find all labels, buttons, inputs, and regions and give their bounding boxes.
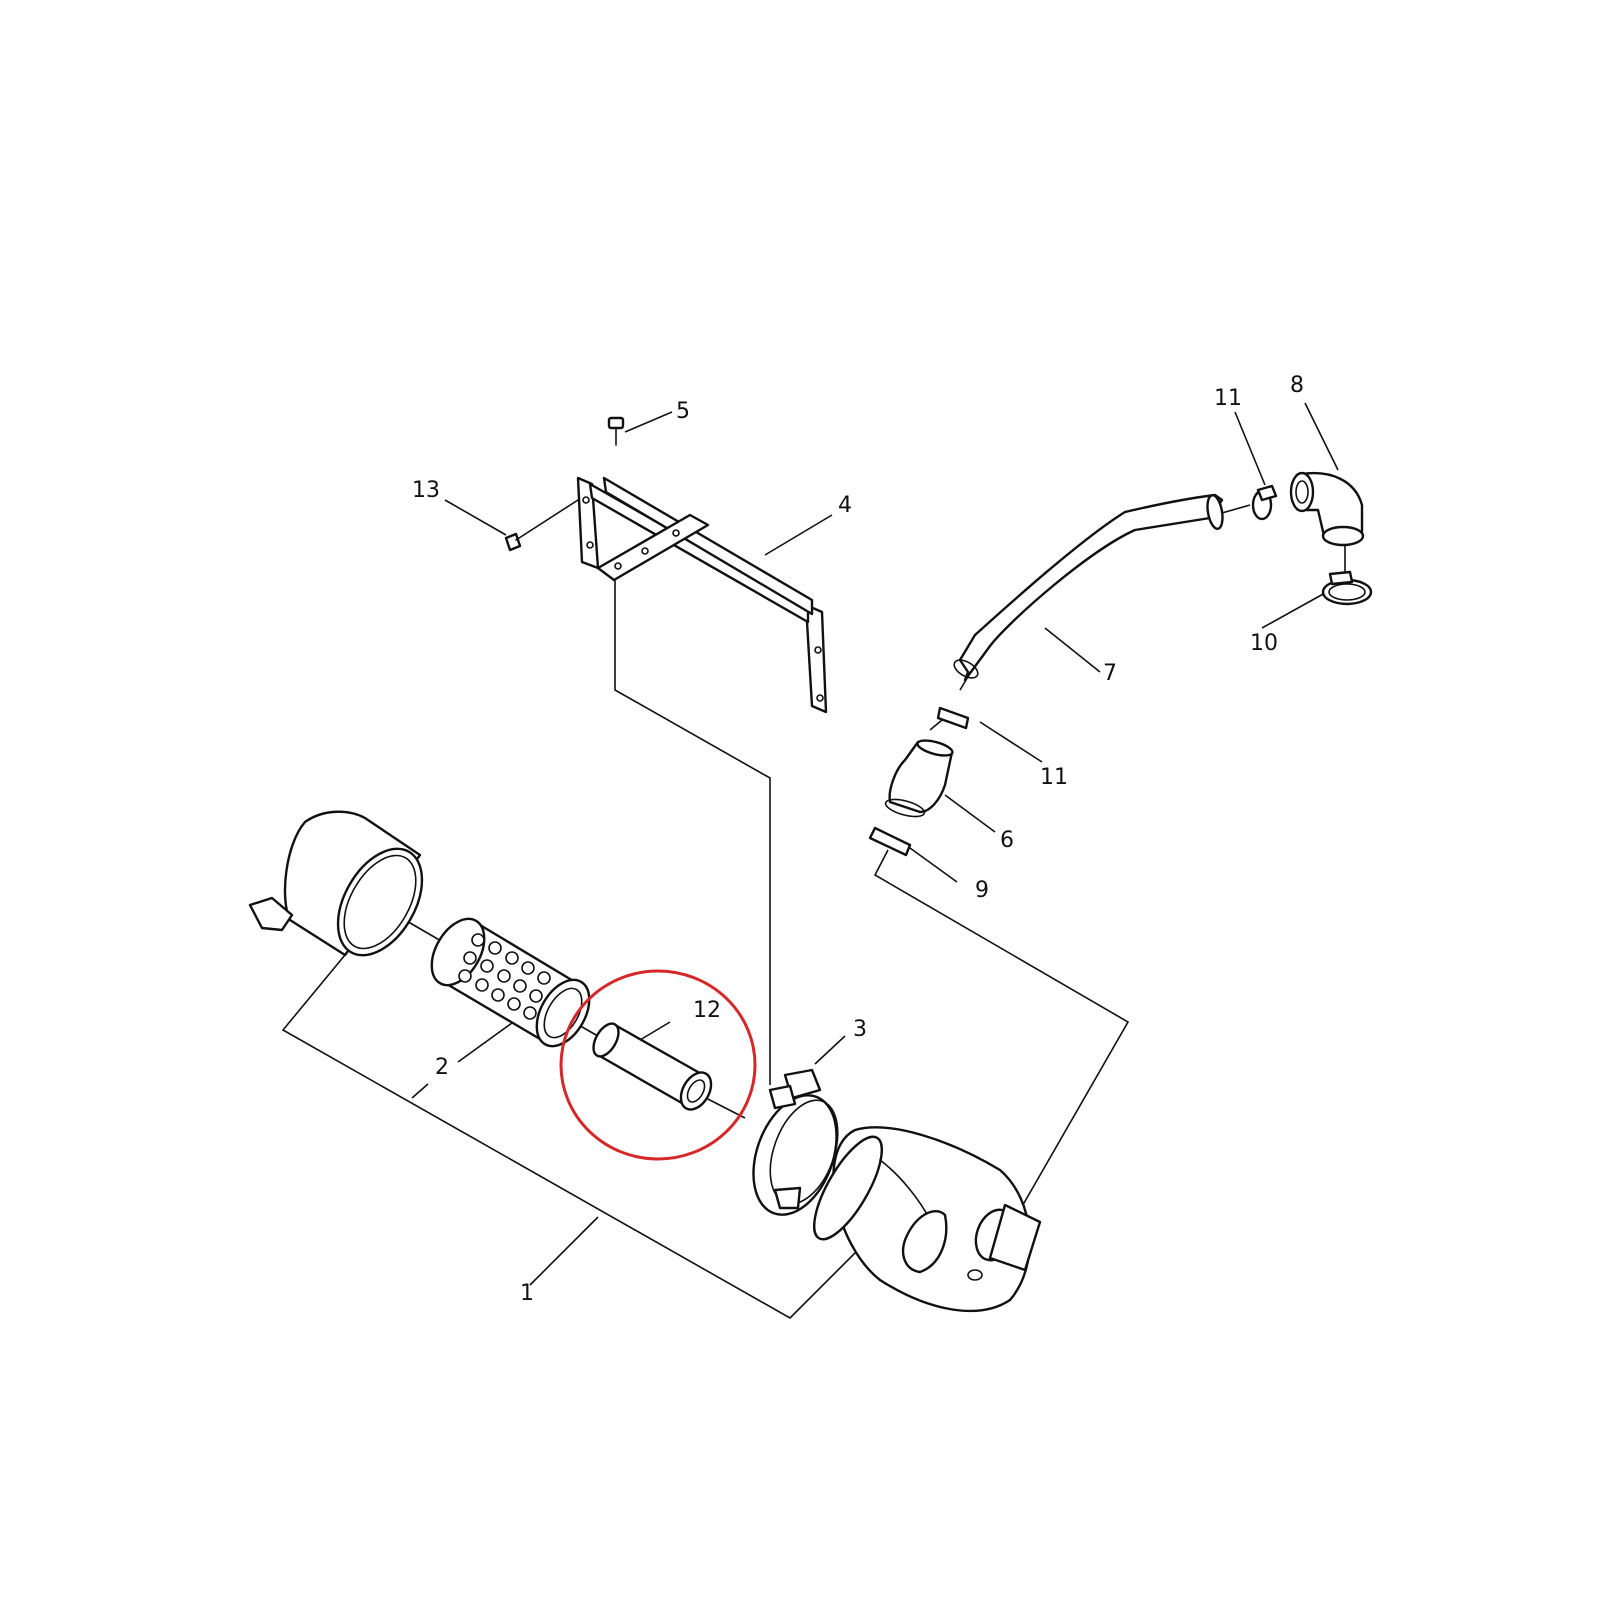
highlight-circle [559,969,757,1161]
housing-body-part [813,1126,1042,1313]
callout-11-upper: 11 [1214,386,1242,411]
housing-cover-part [248,810,424,957]
callout-7: 7 [1103,661,1117,686]
reducer-part [884,739,954,818]
upper-hose-clamp-part [1251,484,1278,521]
hose-part [953,493,1224,682]
wing-nut-part [504,499,579,552]
filter-mesh-holes [458,933,551,1020]
callout-12: 12 [693,998,721,1023]
lower-hose-clamp-part [1321,570,1373,606]
inner-filter-part [592,1022,713,1111]
outer-filter-part [430,917,591,1048]
callout-2: 2 [435,1055,449,1080]
callout-5: 5 [676,399,690,424]
callout-4: 4 [838,493,852,518]
lower-clamp-screw-part [936,706,970,730]
callout-6: 6 [1000,828,1014,853]
mounting-bracket-part [576,476,828,714]
clamp-band-part [752,1068,839,1216]
callout-9: 9 [975,878,989,903]
callout-8: 8 [1290,373,1304,398]
connector-pin-part [868,826,912,857]
callout-10: 10 [1250,631,1278,656]
callout-3: 3 [853,1017,867,1042]
callout-1: 1 [520,1281,534,1306]
bolt-part [607,416,625,446]
elbow-part [1289,471,1365,547]
callout-labels: 1 2 3 4 5 6 7 8 9 10 11 11 12 13 [412,373,1304,1306]
callout-11-lower: 11 [1040,765,1068,790]
callout-13: 13 [412,478,440,503]
